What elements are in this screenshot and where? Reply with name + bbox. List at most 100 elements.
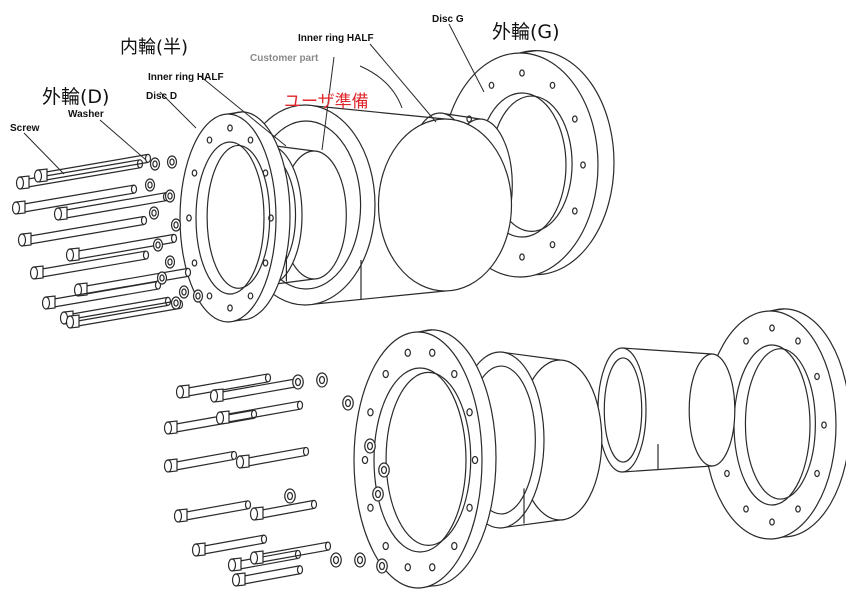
lower-screw <box>165 451 237 472</box>
lower-washer-outer <box>355 553 366 567</box>
lower-screw-head-face <box>229 559 236 571</box>
upper-screw-tip <box>166 297 171 305</box>
lower-screw-tip <box>326 542 331 550</box>
upper-screw-shank <box>42 251 146 277</box>
label-outer-ring-g: 外輪(G) <box>492 21 560 43</box>
lower-screw-tip <box>232 451 237 459</box>
label-outer-ring-d: 外輪(D) <box>42 86 109 108</box>
lower-screw-shank <box>188 374 268 396</box>
lower-washer <box>293 375 304 389</box>
lower-screw-tip <box>312 500 317 508</box>
label-washer: Washer <box>68 109 104 120</box>
lower-screw-tip <box>296 550 301 558</box>
label-inner-ring-half-right: Inner ring HALF <box>298 33 374 44</box>
label-customer-part: Customer part <box>250 53 319 64</box>
upper-screw-tip <box>142 216 147 224</box>
upper-washer <box>180 286 189 298</box>
upper-screw-head-face <box>19 234 26 246</box>
upper-washer-outer <box>146 179 155 191</box>
lower-screw-tip <box>298 566 303 574</box>
lower-screw-head-face <box>251 552 258 564</box>
upper-washer-outer <box>168 156 177 168</box>
lower-washer-outer <box>317 373 328 387</box>
upper-screw-tip <box>144 251 149 259</box>
lower-screw-tip <box>298 401 303 409</box>
upper-screw-head-face <box>13 202 20 214</box>
lower-screw-shank <box>222 379 296 400</box>
leader-line <box>24 133 64 174</box>
lower-screw <box>211 379 299 402</box>
upper-screw-shank <box>86 268 188 294</box>
upper-screw <box>13 185 137 214</box>
upper-screw-head-face <box>43 297 50 309</box>
upper-screw-shank <box>30 216 144 244</box>
lower-screw-shank <box>186 501 248 520</box>
label-inner-ring-half-left: Inner ring HALF <box>148 72 224 83</box>
lower-screw-shank <box>228 401 300 422</box>
leader-line <box>370 44 436 122</box>
lower-screw-shank <box>176 410 254 432</box>
lower-screw-head-face <box>165 422 172 434</box>
upper-washer-outer <box>172 297 181 309</box>
upper-washer <box>166 256 175 268</box>
lower-washer <box>365 439 376 453</box>
upper-screw <box>31 251 149 279</box>
lower-screw <box>237 447 309 468</box>
lower-screw-tip <box>262 535 267 543</box>
upper-screw-head-face <box>55 208 62 220</box>
upper-screw-head-face <box>31 267 38 279</box>
lower-washer <box>373 487 384 501</box>
lower-screw-tip <box>246 501 251 509</box>
lower-screw-shank <box>244 566 300 584</box>
lower-screw-tip <box>266 374 271 382</box>
lower-screw-head-face <box>237 456 244 468</box>
lower-screw <box>217 401 303 424</box>
upper-washer <box>172 219 181 231</box>
upper-washer-outer <box>151 158 160 170</box>
lower-screw-head-face <box>193 544 200 556</box>
lower-washer <box>285 489 296 503</box>
inner-ring-half-lower-end-face <box>689 354 735 466</box>
lower-screw-tip <box>304 447 309 455</box>
upper-screw <box>19 216 147 246</box>
disc-d-lower-bore <box>374 368 466 552</box>
upper-washer-outer <box>172 219 181 231</box>
upper-washer-outer <box>166 256 175 268</box>
lower-washer <box>355 553 366 567</box>
label-inner-half-jp: 内輪(半) <box>120 37 188 58</box>
inner-ring-half-lower <box>598 348 735 472</box>
upper-washer <box>146 179 155 191</box>
upper-screw-head-face <box>35 170 42 182</box>
lower-screw-shank <box>204 535 264 554</box>
lower-screw <box>251 500 317 520</box>
lower-washer <box>343 396 354 410</box>
lower-screw <box>175 501 251 522</box>
lower-washer-outer <box>343 396 354 410</box>
upper-washer <box>168 156 177 168</box>
lower-assembly <box>165 309 846 588</box>
upper-washer <box>158 272 167 284</box>
lower-washer-outer <box>377 559 388 573</box>
upper-washer-outer <box>154 239 163 251</box>
upper-washer <box>154 239 163 251</box>
leader-line <box>449 24 484 92</box>
upper-screw-tip <box>186 268 191 276</box>
upper-washer <box>150 207 159 219</box>
lower-screw-head-face <box>233 574 240 586</box>
inner-ring-half-lower-front-face <box>598 348 646 472</box>
disc-d-bore <box>196 142 264 294</box>
label-customer-part-jp: ユーザ準備 <box>284 92 369 112</box>
upper-screw <box>75 268 191 296</box>
lower-screw-head-face <box>165 460 172 472</box>
upper-washer-outer <box>180 286 189 298</box>
lower-screw-shank <box>176 451 234 470</box>
lower-washer-outer <box>373 487 384 501</box>
lower-washer-outer <box>331 553 342 567</box>
lower-screw-shank <box>248 447 306 466</box>
lower-washer-outer <box>365 439 376 453</box>
customer-part-sleeve-end-face <box>379 119 512 291</box>
upper-washer <box>194 290 203 302</box>
lower-screw <box>251 542 331 564</box>
